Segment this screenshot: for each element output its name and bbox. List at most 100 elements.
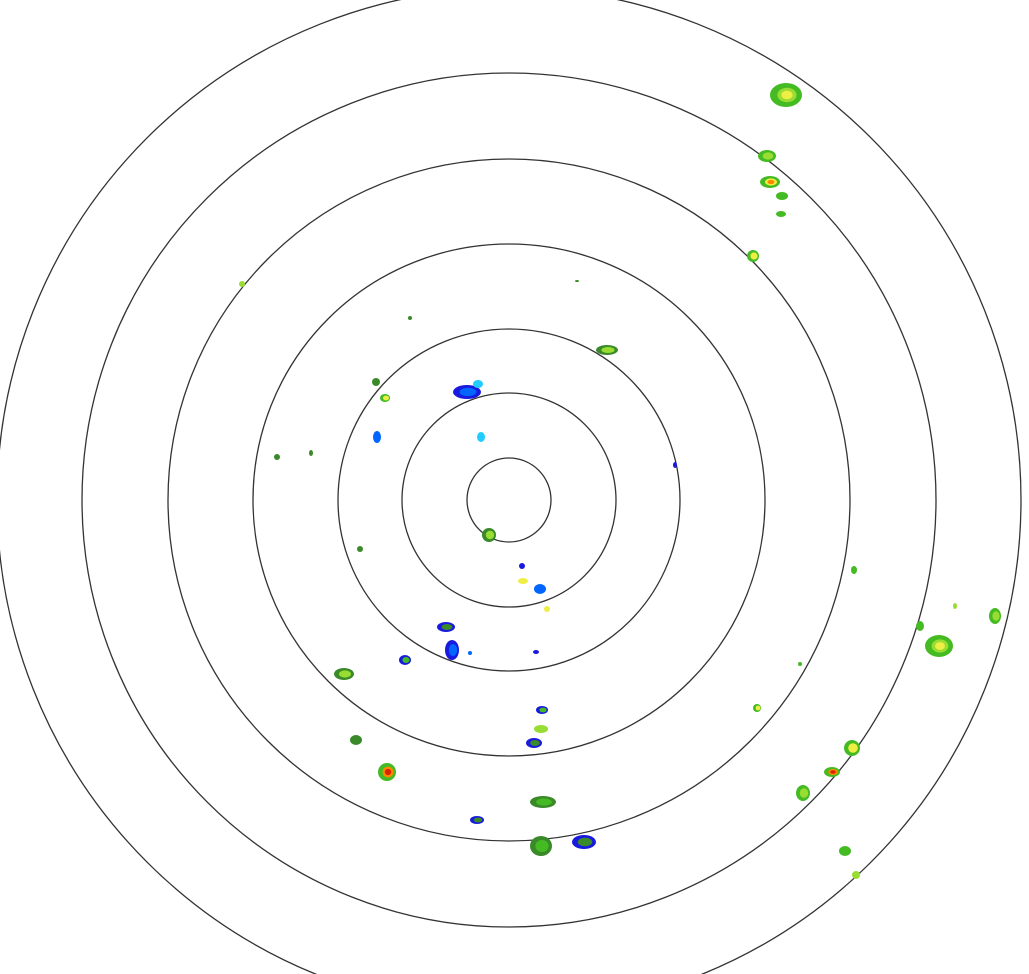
echo-cell bbox=[274, 454, 280, 460]
echo-light-green bbox=[799, 788, 809, 798]
echo-cell bbox=[239, 281, 245, 287]
echo-cell bbox=[572, 835, 596, 849]
echo-green bbox=[539, 707, 547, 713]
echo-cell bbox=[373, 431, 381, 443]
echo-cell bbox=[758, 150, 776, 162]
echo-cell bbox=[916, 621, 924, 631]
echo-cyan bbox=[477, 432, 485, 442]
echo-blue bbox=[448, 644, 458, 656]
echo-dark-green bbox=[530, 740, 540, 746]
echo-dark-green bbox=[473, 817, 483, 823]
echo-light-green bbox=[534, 725, 548, 733]
echo-cell bbox=[309, 450, 313, 456]
echo-yellow bbox=[383, 395, 389, 401]
echo-green bbox=[535, 840, 549, 852]
echo-cell bbox=[798, 662, 802, 666]
echo-green bbox=[916, 621, 924, 631]
range-ring-1 bbox=[466, 457, 552, 543]
echo-light-green bbox=[339, 670, 351, 678]
echo-yellow bbox=[750, 252, 758, 260]
echo-cell bbox=[824, 767, 840, 777]
echo-dark-green bbox=[577, 837, 593, 847]
echo-cell bbox=[408, 316, 412, 320]
echo-cell bbox=[470, 816, 484, 824]
echo-green bbox=[851, 566, 857, 574]
echo-cell bbox=[673, 462, 677, 468]
echo-cell bbox=[399, 655, 411, 665]
echo-cell bbox=[851, 566, 857, 574]
echo-orange bbox=[767, 179, 775, 185]
echo-cell bbox=[380, 394, 390, 402]
range-ring-6 bbox=[81, 72, 937, 928]
echo-cell bbox=[519, 563, 525, 569]
echo-cell bbox=[378, 763, 396, 781]
echo-cell bbox=[596, 345, 618, 355]
echo-dark-green bbox=[350, 735, 362, 745]
echo-dark-green bbox=[274, 454, 280, 460]
echo-yellow bbox=[755, 705, 761, 711]
echo-green bbox=[839, 846, 851, 856]
echo-cell bbox=[760, 176, 780, 188]
echo-cell bbox=[776, 211, 786, 217]
echo-cell bbox=[796, 785, 810, 801]
echo-yellow bbox=[781, 90, 793, 100]
echo-cell bbox=[530, 796, 556, 808]
echo-green bbox=[536, 798, 552, 806]
echo-green bbox=[776, 192, 788, 200]
echo-cell bbox=[953, 603, 957, 609]
echo-cell bbox=[350, 735, 362, 745]
echo-light-green bbox=[992, 611, 1000, 621]
range-ring-5 bbox=[167, 158, 851, 842]
echo-cell bbox=[839, 846, 851, 856]
echo-dark-green bbox=[357, 546, 363, 552]
echo-dark-green bbox=[408, 316, 412, 320]
echo-yellow bbox=[544, 606, 550, 612]
echo-cell bbox=[544, 606, 550, 612]
echo-light-green bbox=[601, 347, 615, 353]
echo-cell bbox=[453, 385, 481, 399]
echo-light-green bbox=[762, 152, 774, 160]
echo-yellow bbox=[518, 578, 528, 584]
echo-green bbox=[776, 211, 786, 217]
echo-cell bbox=[989, 608, 1001, 624]
range-ring-3 bbox=[337, 328, 681, 672]
echo-cell bbox=[518, 578, 528, 584]
echo-dark-blue bbox=[673, 462, 677, 468]
echo-blue bbox=[459, 387, 477, 397]
echo-cell bbox=[534, 584, 546, 594]
echo-green bbox=[402, 657, 410, 663]
echo-cell bbox=[575, 280, 579, 282]
echo-dark-blue bbox=[533, 650, 539, 654]
echo-cell bbox=[526, 738, 542, 748]
echo-cell bbox=[534, 725, 548, 733]
echo-cell bbox=[753, 704, 761, 712]
echo-yellow bbox=[848, 743, 858, 753]
echo-cell bbox=[473, 380, 483, 388]
echo-cell bbox=[536, 706, 548, 714]
echo-red bbox=[830, 770, 836, 774]
echo-cell bbox=[533, 650, 539, 654]
range-ring-4 bbox=[252, 243, 766, 757]
echo-cell bbox=[844, 740, 860, 756]
echo-green bbox=[798, 662, 802, 666]
echo-dark-green bbox=[309, 450, 313, 456]
echo-cell bbox=[747, 250, 759, 262]
echo-dark-green bbox=[575, 280, 579, 282]
echo-cyan bbox=[473, 380, 483, 388]
range-ring-2 bbox=[401, 392, 617, 608]
echo-cell bbox=[437, 622, 455, 632]
echo-cell bbox=[776, 192, 788, 200]
echo-cell bbox=[852, 871, 860, 879]
precipitation-echoes bbox=[239, 83, 1001, 879]
echo-light-green bbox=[953, 603, 957, 609]
echo-blue bbox=[534, 584, 546, 594]
echo-cell bbox=[770, 83, 802, 107]
echo-yellow bbox=[935, 642, 945, 650]
echo-cell bbox=[468, 651, 472, 655]
echo-blue bbox=[468, 651, 472, 655]
echo-blue bbox=[373, 431, 381, 443]
